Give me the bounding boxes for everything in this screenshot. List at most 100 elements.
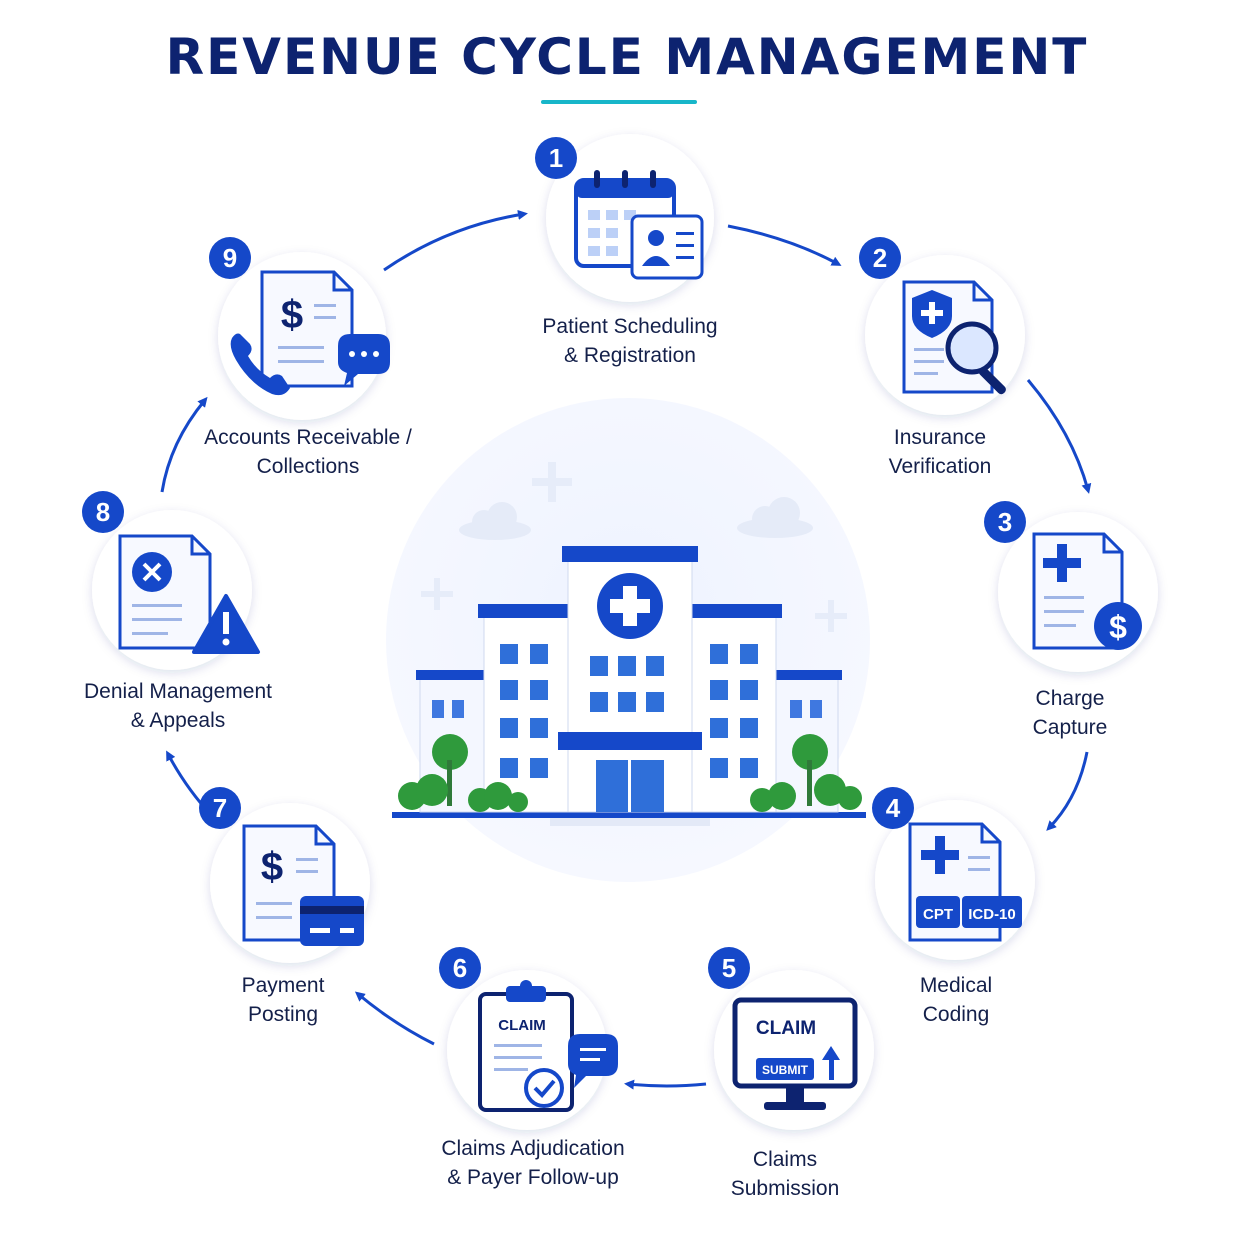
step-1-label-line1: Patient Scheduling — [542, 315, 718, 338]
step-7-label-line2: Posting — [247, 1003, 319, 1026]
cpt-tag: CPT — [923, 906, 953, 923]
clipboard-claim-title: CLAIM — [498, 1017, 546, 1034]
hospital-window — [590, 692, 608, 712]
step-1-badge — [535, 137, 577, 179]
step-4-label: Medical Coding — [836, 971, 1076, 1029]
step-4-number: 4 — [886, 793, 901, 823]
step-5-label-line1: Claims — [752, 1148, 818, 1171]
step-5-number: 5 — [722, 953, 736, 983]
step-8-badge — [82, 491, 124, 533]
hospital-window — [646, 656, 664, 676]
step-9-label: Accounts Receivable / Collections — [188, 423, 428, 481]
step-9-badge — [209, 237, 251, 279]
hospital-window — [710, 758, 728, 778]
hospital-window — [710, 644, 728, 664]
monitor-claim-title: CLAIM — [756, 1018, 816, 1039]
medical-document-dollar-icon: $ — [1032, 532, 1142, 650]
step-3-label-line2: Capture — [1032, 716, 1108, 739]
calendar-id-card-icon — [574, 170, 704, 280]
step-2-badge — [859, 237, 901, 279]
hospital-building-icon — [386, 398, 870, 882]
icd10-tag: ICD-10 — [968, 906, 1016, 923]
monitor-submit-label: SUBMIT — [762, 1063, 809, 1077]
step-3-badge — [984, 501, 1026, 543]
step-1: 1 — [535, 134, 714, 302]
step-7-label: Payment Posting — [163, 971, 403, 1029]
invoice-card-icon: $ — [242, 824, 364, 946]
arrow-3-to-4 — [1046, 751, 1089, 831]
hospital-window — [500, 758, 518, 778]
step-5: CLAIM SUBMIT 5 — [708, 947, 874, 1130]
step-6-label-line1: Claims Adjudication — [441, 1137, 625, 1160]
arrow-6-to-7 — [354, 991, 435, 1046]
hospital-window — [500, 718, 518, 738]
step-2-label-line2: Verification — [888, 455, 992, 478]
arrow-9-to-1 — [383, 209, 528, 272]
arrow-8-to-9 — [160, 396, 208, 493]
step-6-label-line2: & Payer Follow-up — [447, 1166, 619, 1189]
step-9-label-line2: Collections — [256, 455, 360, 478]
svg-text:$: $ — [261, 845, 283, 889]
step-6-label: Claims Adjudication & Payer Follow-up — [413, 1134, 653, 1192]
step-9: $ 9 — [209, 237, 390, 420]
hospital-window — [530, 680, 548, 700]
step-9-label-line1: Accounts Receivable / — [204, 426, 412, 449]
hospital-window — [740, 718, 758, 738]
step-1-number: 1 — [549, 143, 563, 173]
step-2: 2 — [859, 237, 1025, 415]
step-6-badge — [439, 947, 481, 989]
step-2-number: 2 — [873, 243, 887, 273]
step-8-label: Denial Management & Appeals — [58, 677, 298, 735]
arrow-1-to-2 — [727, 224, 842, 266]
hospital-window — [710, 718, 728, 738]
step-7: $ 7 — [199, 787, 370, 963]
step-6: CLAIM 6 — [439, 947, 618, 1130]
step-7-label-line1: Payment — [241, 974, 325, 997]
step-5-label: Claims Submission — [665, 1145, 905, 1203]
title-underline — [541, 100, 697, 104]
hospital-window — [618, 692, 636, 712]
step-3: $ 3 — [984, 501, 1158, 672]
step-4: CPT ICD-10 4 — [872, 787, 1035, 960]
step-3-label: Charge Capture — [950, 684, 1190, 742]
step-3-label-line1: Charge — [1035, 687, 1105, 710]
invoice-phone-chat-icon: $ — [230, 270, 390, 396]
hospital-window — [740, 758, 758, 778]
step-5-label-line2: Submission — [730, 1177, 840, 1200]
step-4-label-line1: Medical — [919, 974, 993, 997]
step-8-number: 8 — [96, 497, 110, 527]
step-4-badge — [872, 787, 914, 829]
hospital-window — [740, 644, 758, 664]
hospital-window — [590, 656, 608, 676]
hospital-window — [530, 718, 548, 738]
monitor-claim-icon: CLAIM SUBMIT — [732, 997, 858, 1110]
hospital-window — [500, 644, 518, 664]
hospital-window — [618, 656, 636, 676]
step-6-number: 6 — [453, 953, 467, 983]
hospital-window — [710, 680, 728, 700]
step-7-badge — [199, 787, 241, 829]
shield-magnifier-icon — [902, 280, 1006, 395]
step-5-badge — [708, 947, 750, 989]
svg-text:$: $ — [1109, 609, 1127, 645]
step-9-number: 9 — [223, 243, 237, 273]
diagram-title: REVENUE CYCLE MANAGEMENT — [165, 28, 1089, 86]
hospital-window — [500, 680, 518, 700]
coding-document-icon: CPT ICD-10 — [908, 822, 1022, 942]
step-2-label-line1: Insurance — [893, 426, 987, 449]
hospital-window — [646, 692, 664, 712]
arrow-5-to-6 — [624, 1079, 707, 1090]
denied-document-warning-icon — [118, 534, 260, 654]
step-2-label: Insurance Verification — [820, 423, 1060, 481]
hospital-window — [530, 644, 548, 664]
clipboard-claim-icon: CLAIM — [478, 980, 618, 1112]
step-8-label-line1: Denial Management — [84, 680, 272, 703]
step-3-number: 3 — [998, 507, 1012, 537]
step-7-number: 7 — [213, 793, 227, 823]
svg-text:$: $ — [281, 293, 303, 337]
hospital-window — [530, 758, 548, 778]
hospital-window — [740, 680, 758, 700]
step-8-label-line2: & Appeals — [130, 709, 226, 732]
